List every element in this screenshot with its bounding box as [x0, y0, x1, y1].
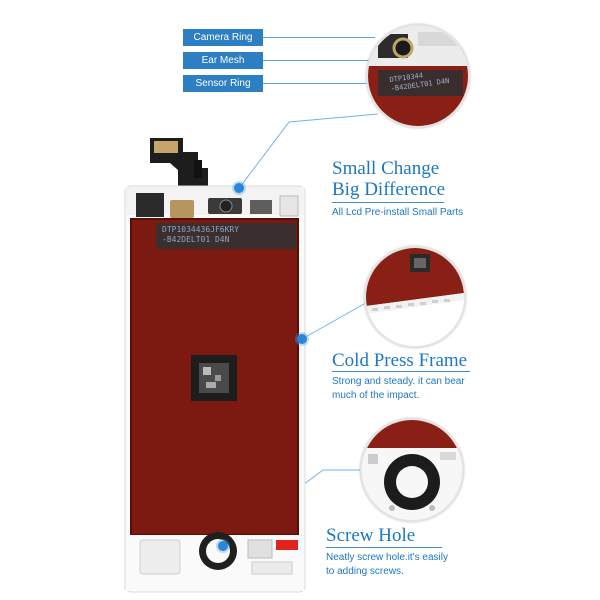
cold-press-desc-line2: much of the impact.: [332, 390, 420, 401]
zoom-circle-screw-hole: [360, 418, 464, 522]
screw-hole-underline: [326, 547, 442, 548]
small-change-desc: All Lcd Pre-install Small Parts: [332, 207, 464, 218]
cold-press-frame-title: Cold Press Frame: [332, 350, 468, 371]
lcd-label-text: DTP1034436JF6KRY -B42DELT01 D4N: [162, 225, 292, 245]
ear-mesh-tag: Ear Mesh: [183, 52, 263, 69]
small-change-underline: [332, 202, 444, 203]
zoom-circle-small-parts: DTP10344 -B42DELT01 D4N: [366, 24, 470, 128]
frame-edge-marker: [297, 334, 307, 344]
screw-hole-desc-line2: to adding screws.: [326, 566, 404, 577]
sensor-ring-tag: Sensor Ring: [183, 75, 263, 92]
sensor-ring-line: [263, 83, 375, 84]
camera-area-marker: [234, 183, 244, 193]
cold-press-desc: Strong and steady. it can bear much of t…: [332, 375, 465, 403]
lcd-label-line1: DTP1034436JF6KRY: [162, 225, 240, 234]
screw-hole-desc-line1: Neatly screw hole.it's easily: [326, 552, 448, 563]
cold-press-desc-line1: Strong and steady. it can bear: [332, 376, 465, 387]
ear-mesh-line: [263, 60, 375, 61]
camera-ring-line: [263, 37, 375, 38]
screw-hole-desc: Neatly screw hole.it's easily to adding …: [326, 551, 448, 579]
big-difference-line2: Big Difference: [332, 179, 446, 200]
screw-hole-marker: [218, 541, 228, 551]
zoom-circle-frame: [364, 246, 466, 348]
lcd-label-line2: -B42DELT01 D4N: [162, 235, 230, 244]
cold-press-underline: [332, 371, 470, 372]
camera-ring-tag: Camera Ring: [183, 29, 263, 46]
small-change-title: Small Change Big Difference: [332, 158, 445, 200]
small-change-line1: Small Change: [332, 158, 440, 179]
screw-hole-title: Screw Hole: [326, 525, 416, 546]
